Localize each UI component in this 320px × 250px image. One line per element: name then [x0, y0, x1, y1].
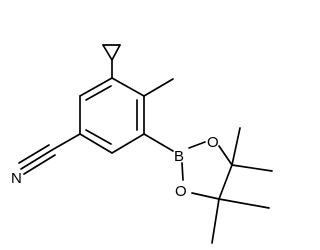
quaternary-carbon-bond — [218, 164, 233, 200]
boron-oxygen-upper-bond — [188, 141, 206, 149]
ring-bond-1 — [111, 77, 145, 97]
methyl-upper-b-bond — [231, 164, 273, 172]
nitrile-group: N — [11, 133, 81, 187]
methyl-lower-a-bond — [218, 198, 270, 209]
methyl-lower-b-bond — [211, 198, 220, 244]
boron-atom-label: B — [174, 148, 184, 165]
aryl-boron-bond — [143, 133, 174, 152]
ring-bond-3 — [111, 133, 145, 154]
boron-oxygen-lower-bond — [181, 162, 184, 181]
oxygen-lower-carbon-bond — [191, 192, 220, 200]
benzene-ring — [79, 77, 145, 154]
cyclopropyl-group — [102, 44, 121, 61]
cyclopropyl-bond-left — [102, 44, 113, 61]
oxygen-upper-carbon-bond — [218, 145, 233, 166]
nitrile-carbon-bond — [51, 133, 81, 151]
ring-bond-4-inner — [85, 129, 112, 145]
oxygen-upper-atom-label: O — [207, 134, 219, 151]
methyl-upper-a-bond — [231, 127, 241, 166]
nitrile-triple-bond-upper — [18, 144, 50, 164]
ring-bond-6-inner — [85, 85, 112, 101]
ring-bond-4 — [79, 133, 113, 154]
nitrile-triple-bond-lower — [23, 154, 56, 175]
cyclopropyl-bond-right — [111, 44, 121, 61]
pinacol-boronate-group: B O O — [174, 127, 273, 244]
methyl-bond — [143, 78, 174, 97]
ring-bond-6 — [79, 77, 113, 97]
nitrile-triple-bond-center — [20, 149, 53, 170]
nitrogen-atom-label: N — [11, 170, 22, 187]
oxygen-lower-atom-label: O — [175, 183, 187, 200]
chemical-structure: N B O O — [11, 44, 273, 244]
